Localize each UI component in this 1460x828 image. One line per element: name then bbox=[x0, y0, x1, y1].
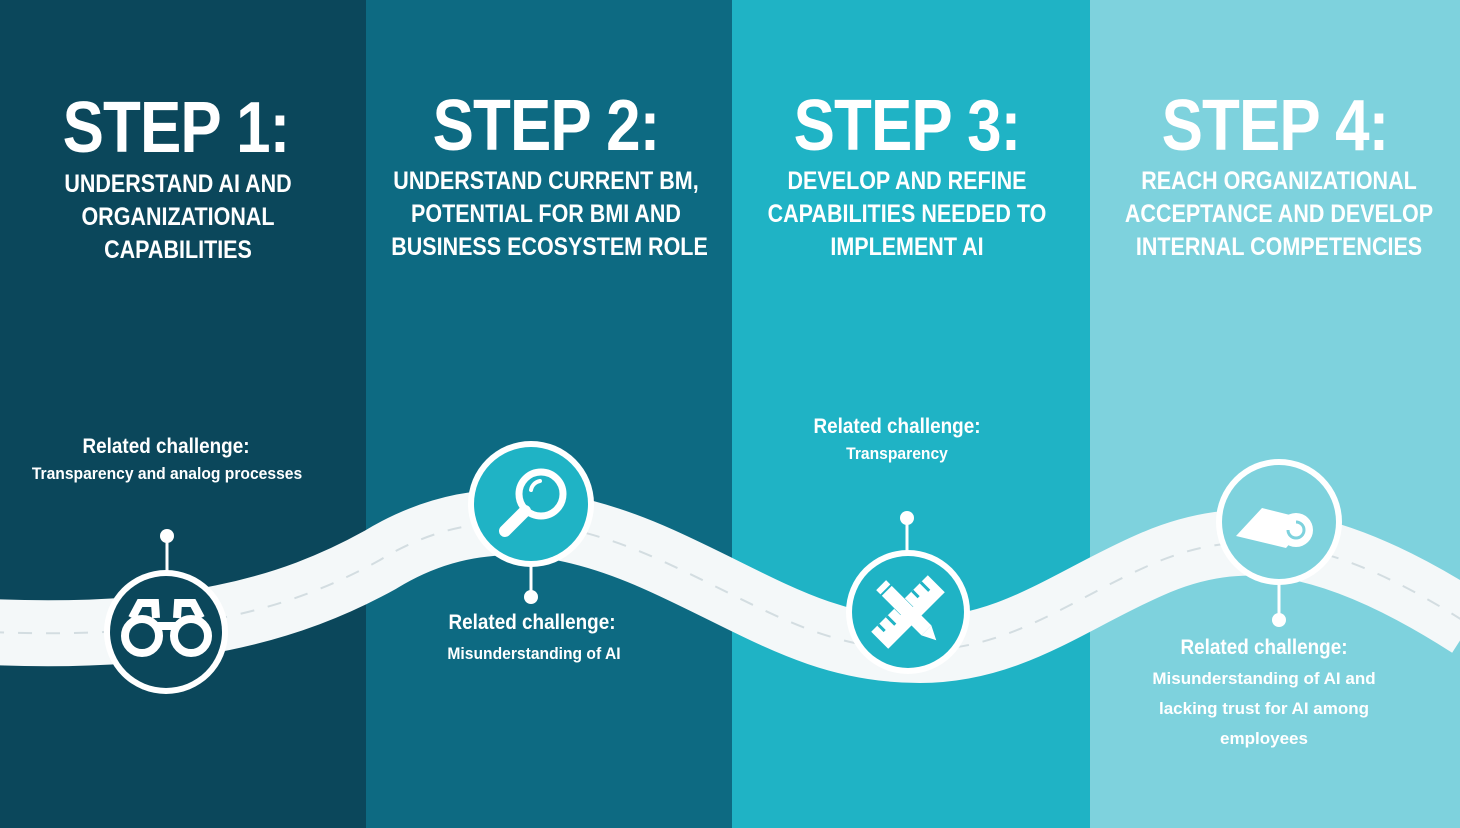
step-2-subtitle: UNDERSTAND CURRENT BM, POTENTIAL FOR BMI… bbox=[391, 165, 708, 264]
step-1-title: STEP 1: bbox=[62, 88, 291, 168]
step-1-challenge-heading: Related challenge: bbox=[82, 435, 250, 458]
step-4-subtitle: REACH ORGANIZATIONAL ACCEPTANCE AND DEVE… bbox=[1116, 165, 1441, 264]
step-4-subtitle-line-3: INTERNAL COMPETENCIES bbox=[1135, 233, 1423, 261]
step-2-subtitle-line-1: UNDERSTAND CURRENT BM, bbox=[393, 167, 699, 195]
step-2-subtitle-line-2: POTENTIAL FOR BMI AND bbox=[411, 200, 681, 228]
step-4-challenge-heading: Related challenge: bbox=[1180, 636, 1348, 659]
step-3-subtitle-line-1: DEVELOP AND REFINE bbox=[787, 167, 1027, 195]
step-3-subtitle-line-3: IMPLEMENT AI bbox=[830, 233, 984, 261]
step-4-title: STEP 4: bbox=[1161, 86, 1390, 166]
step-1-challenge-text: Transparency and analog processes bbox=[31, 464, 303, 483]
step-3-title: STEP 3: bbox=[793, 86, 1022, 166]
step-1-subtitle-line-2: ORGANIZATIONAL bbox=[81, 203, 275, 231]
step-1-subtitle-line-3: CAPABILITIES bbox=[104, 236, 252, 264]
step-3-subtitle: DEVELOP AND REFINE CAPABILITIES NEEDED T… bbox=[757, 165, 1058, 264]
step-3-column bbox=[732, 0, 1090, 828]
step-4-column bbox=[1090, 0, 1460, 828]
step-2-column bbox=[366, 0, 732, 828]
step-3-challenge-heading: Related challenge: bbox=[813, 415, 981, 438]
step-4-subtitle-line-2: ACCEPTANCE AND DEVELOP bbox=[1124, 200, 1434, 228]
step-2-challenge-heading: Related challenge: bbox=[448, 611, 616, 634]
step-3-challenge-text: Transparency bbox=[846, 444, 948, 463]
step-2-subtitle-line-3: BUSINESS ECOSYSTEM ROLE bbox=[391, 233, 708, 261]
step-2-title: STEP 2: bbox=[432, 86, 661, 166]
step-1-subtitle: UNDERSTAND AI AND ORGANIZATIONAL CAPABIL… bbox=[25, 168, 331, 267]
step-4-subtitle-line-1: REACH ORGANIZATIONAL bbox=[1141, 167, 1417, 195]
step-4-challenge-line-1: Misunderstanding of AI and bbox=[1152, 669, 1376, 688]
step-1-subtitle-line-1: UNDERSTAND AI AND bbox=[64, 170, 292, 198]
step-3-subtitle-line-2: CAPABILITIES NEEDED TO bbox=[767, 200, 1047, 228]
step-4-challenge-text: Misunderstanding of AI and lacking trust… bbox=[1090, 664, 1438, 754]
step-4-challenge-line-3: employees bbox=[1220, 729, 1308, 748]
step-4-challenge-line-2: lacking trust for AI among bbox=[1158, 699, 1369, 718]
step-2-challenge-text: Misunderstanding of AI bbox=[447, 644, 621, 663]
